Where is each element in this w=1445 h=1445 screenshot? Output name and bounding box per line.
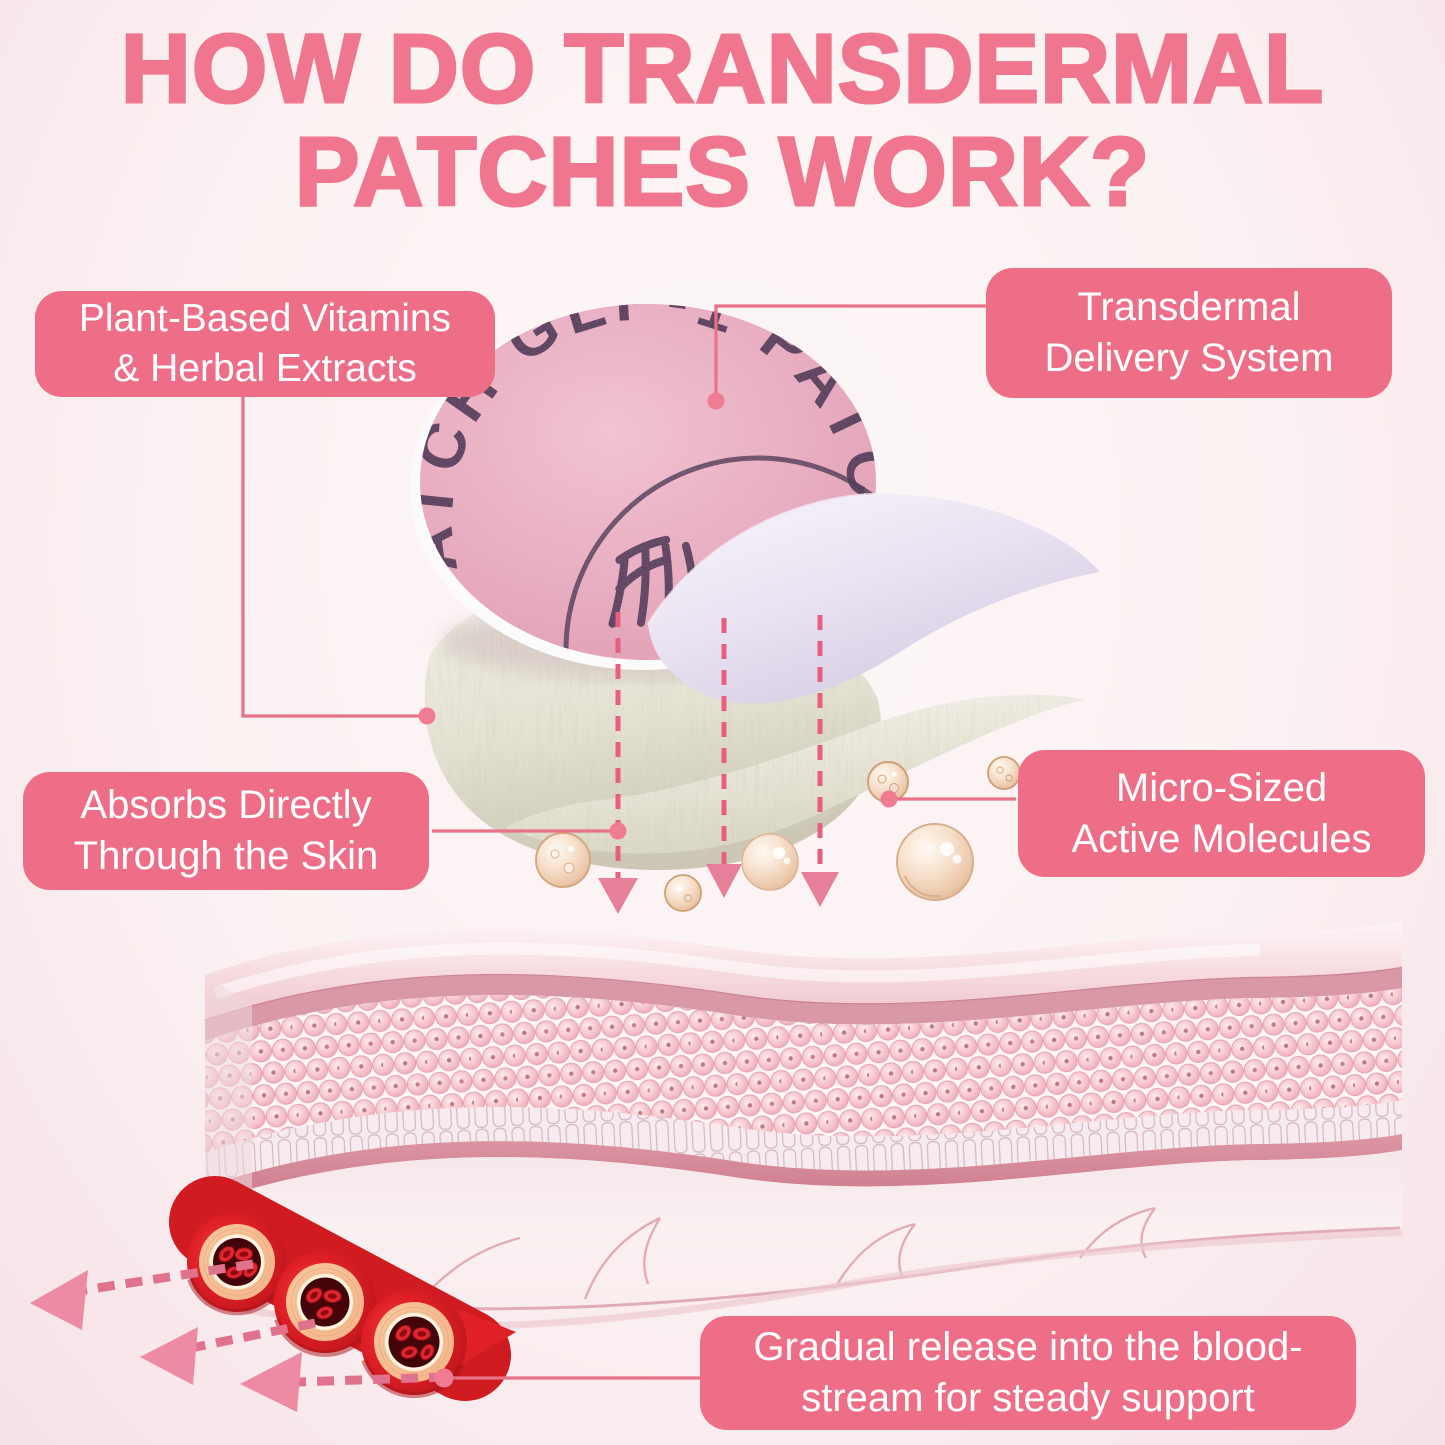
molecule [535,832,591,888]
page-title: HOW DO TRANSDERMAL PATCHES WORK? [0,14,1445,226]
active-molecules [535,756,1021,912]
dermis-layer [205,1150,1402,1327]
blood-vessel-3 [361,1289,467,1399]
left-arrowhead-icon [30,1270,88,1330]
left-arrowhead-icon [240,1352,302,1412]
patch-curl [648,493,1100,704]
callout-line: Absorbs Directly [80,783,372,828]
bloodstream-arrows [77,1259,447,1387]
bloodstream-arrowheads [30,1270,302,1412]
callout-micro-molecules: Micro-Sized Active Molecules [1018,750,1425,877]
callout-absorbs: Absorbs Directly Through the Skin [23,772,429,890]
callout-gradual-release: Gradual release into the blood- stream f… [700,1316,1356,1430]
connector-dot [707,392,725,410]
callout-delivery-system: Transdermal Delivery System [986,268,1392,398]
bloodstream-arrow-line [185,1318,316,1354]
callout-line: Micro-Sized [1115,765,1328,810]
blood-vessels [30,1176,516,1412]
molecule [741,833,799,891]
callout-line: stream for steady support [801,1376,1255,1420]
bloodstream-arrow-line [297,1372,447,1387]
connector-delivery-system [714,304,988,398]
left-arrowhead-icon [140,1327,198,1385]
title-line-2: PATCHES WORK? [293,116,1151,226]
molecule [987,756,1021,790]
connector-lines [241,304,1016,1380]
molecule [664,874,702,912]
patch-illustration: PATCH GLP-1 PATCH GL [410,304,1100,914]
basement-band [205,1134,1402,1203]
down-arrowhead-icon [706,864,742,898]
callout-line: Through the Skin [73,834,379,878]
down-arrowhead-icon [598,878,638,914]
connector-dot [418,707,436,725]
molecule [896,823,974,901]
red-blood-cells [305,1287,342,1320]
connector-plant-based [241,397,424,718]
callout-line: Transdermal [1077,285,1301,330]
connector-dot [880,790,898,808]
absorption-arrows [615,612,823,880]
callout-line: Plant-Based Vitamins [78,297,452,341]
callout-line: & Herbal Extracts [113,347,417,390]
callout-line: Active Molecules [1071,816,1372,861]
bloodstream-arrow-line [77,1259,254,1296]
connector-dots [418,392,898,1388]
connector-dot [609,822,627,840]
callout-line: Gradual release into the blood- [753,1325,1303,1370]
absorption-arrowheads [598,864,839,914]
skin-lip-band [205,968,1402,1041]
connector-dot [434,1368,454,1388]
skin-cross-section [204,922,1403,1330]
callout-plant-based: Plant-Based Vitamins & Herbal Extracts [35,291,495,397]
red-blood-cells [394,1324,435,1361]
down-arrowhead-icon [801,872,839,907]
callout-line: Delivery System [1044,336,1334,380]
title-line-1: HOW DO TRANSDERMAL [119,14,1325,123]
patch-disc: PATCH GLP-1 PATCH GL [410,304,1100,704]
